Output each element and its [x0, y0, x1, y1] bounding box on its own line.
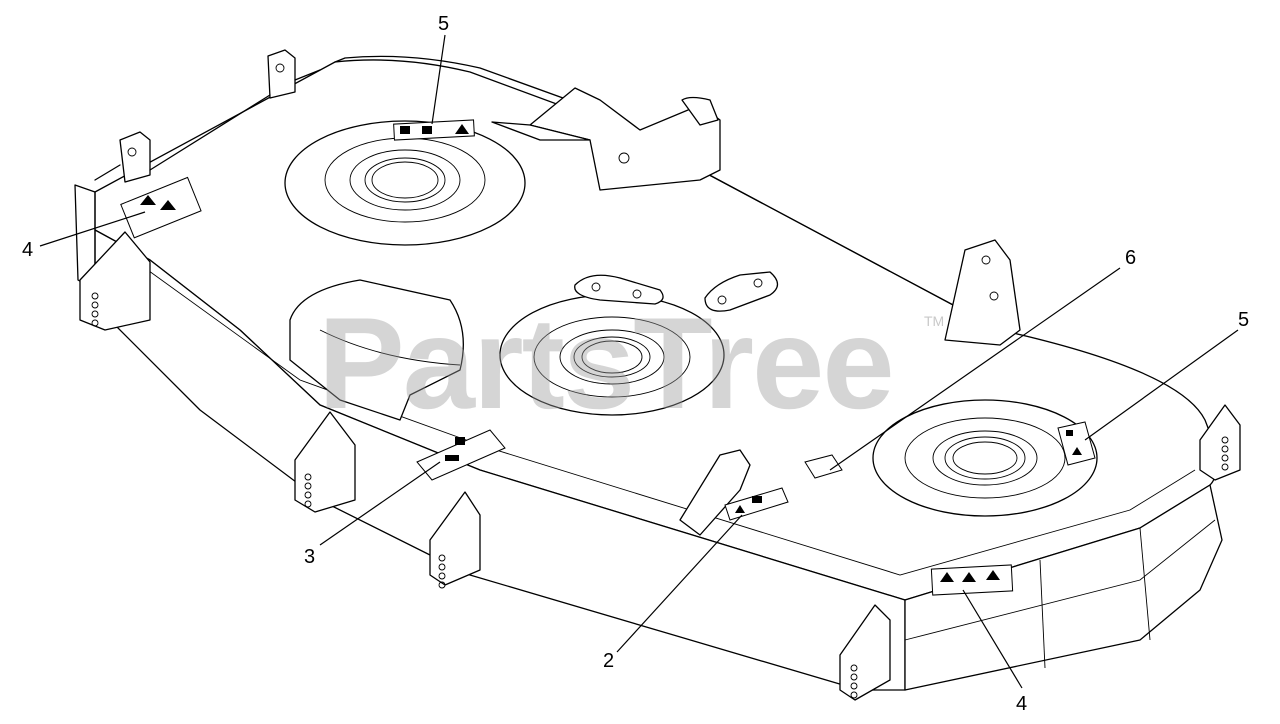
decal-4-left [120, 176, 202, 239]
callout-4-bottom: 4 [1016, 693, 1027, 715]
callout-lines [39, 34, 1239, 689]
callout-4-left: 4 [22, 239, 33, 261]
watermark-text: PartsTree [318, 290, 893, 436]
watermark-trademark: TM [924, 313, 944, 329]
decals [120, 119, 1096, 596]
spindle-left [284, 120, 526, 246]
hitch-bracket-center [491, 87, 721, 191]
callout-2: 2 [603, 650, 614, 672]
decal-5-right [1057, 421, 1096, 466]
callout-5-top: 5 [438, 13, 449, 35]
callout-3: 3 [304, 546, 315, 568]
watermark: PartsTree TM [318, 290, 944, 436]
decal-2 [724, 487, 789, 521]
decal-4-bottom [930, 564, 1014, 596]
idler-plates [574, 271, 779, 312]
rear-brackets [94, 49, 321, 183]
callout-numbers: 5 4 6 5 3 2 4 [22, 13, 1249, 715]
callout-5-right: 5 [1238, 309, 1249, 331]
decal-6 [804, 454, 843, 479]
spindle-right [872, 399, 1098, 517]
callout-6: 6 [1125, 247, 1136, 269]
hitch-bracket-right [944, 239, 1021, 346]
front-brackets [79, 231, 1241, 701]
spindle-center [499, 294, 725, 416]
baffle [289, 279, 464, 421]
decal-3 [416, 429, 506, 481]
decal-5-top [393, 119, 475, 141]
